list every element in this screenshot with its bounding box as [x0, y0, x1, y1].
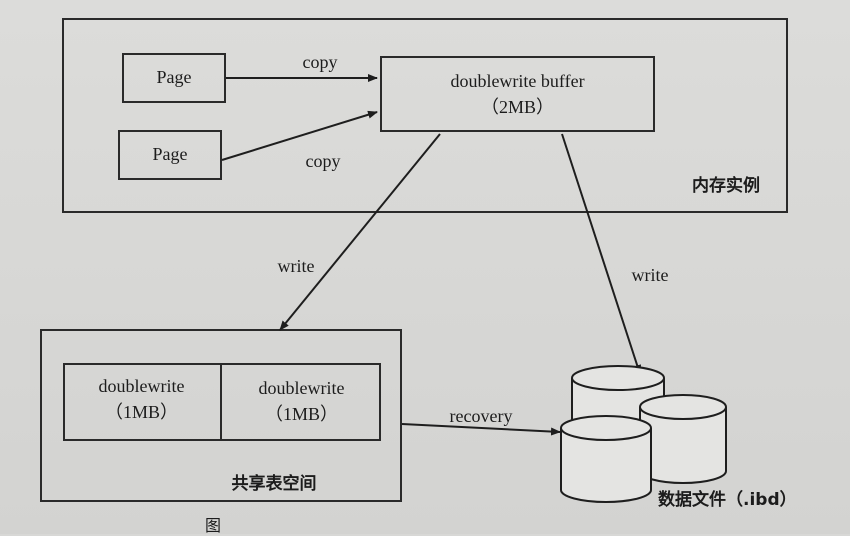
arrow-recovery — [401, 423, 561, 436]
arrow-write-right — [561, 133, 642, 375]
doublewrite-buffer-title: doublewrite buffer — [450, 71, 585, 91]
memory-instance-label: 内存实例 — [692, 176, 760, 196]
figure-caption: 图 — [205, 516, 222, 535]
doublewrite-left-title: doublewrite — [98, 376, 185, 396]
shared-tablespace-label: 共享表空间 — [231, 474, 317, 494]
page-box-top — [122, 53, 226, 103]
doublewrite-buffer-box — [380, 56, 655, 132]
shared-tablespace-box — [40, 329, 402, 502]
data-files-label: 数据文件（.ibd） — [658, 490, 797, 510]
doublewrite-cells-row — [63, 363, 381, 441]
arrow-copy-bottom — [221, 110, 378, 161]
database-cylinder-right — [639, 394, 727, 484]
doublewrite-right-size: （1MB） — [264, 404, 338, 424]
edge-label-write-right: write — [631, 265, 669, 285]
doublewrite-left-size: （1MB） — [104, 402, 178, 422]
edge-label-write-left: write — [277, 256, 315, 276]
edge-label-copy-bottom: copy — [305, 151, 341, 171]
page-box-bottom — [118, 130, 222, 180]
doublewrite-right-title: doublewrite — [258, 378, 345, 398]
edge-label-recovery: recovery — [449, 406, 513, 426]
arrow-write-left — [279, 133, 441, 331]
doublewrite-cell-divider — [220, 363, 222, 441]
page-label-bottom: Page — [152, 144, 188, 164]
doublewrite-buffer-size: （2MB） — [480, 97, 554, 117]
memory-instance-box — [62, 18, 788, 213]
page-label-top: Page — [156, 67, 192, 87]
edge-label-copy-top: copy — [302, 52, 338, 72]
database-cylinder-front — [560, 415, 652, 503]
